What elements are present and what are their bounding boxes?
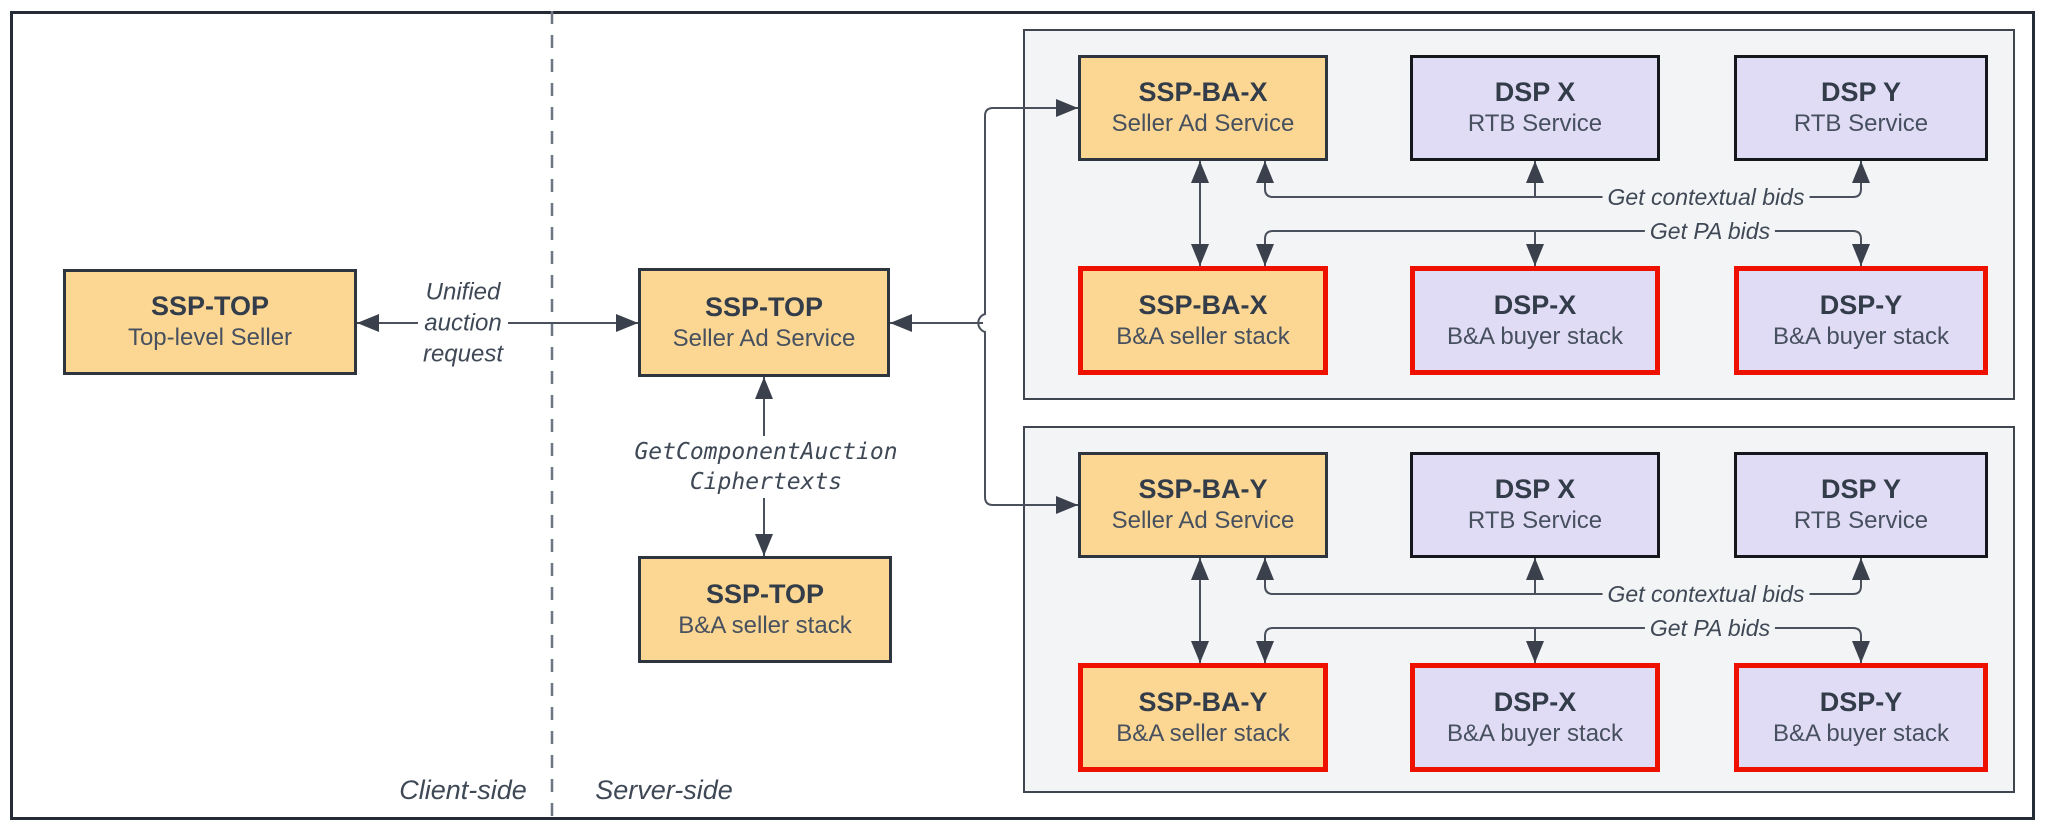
node-ssp-ba-x-ba-seller-stack: SSP-BA-X B&A seller stack <box>1078 266 1328 375</box>
node-ssp-top-top-level-seller: SSP-TOP Top-level Seller <box>63 269 357 375</box>
diagram-outer-border <box>10 11 2035 820</box>
label-get-pa-bids-x: Get PA bids <box>1644 215 1776 247</box>
node-dsp-y-rtb-service-y: DSP Y RTB Service <box>1734 452 1988 558</box>
label-get-contextual-bids-y: Get contextual bids <box>1602 578 1810 610</box>
label-get-contextual-bids-x: Get contextual bids <box>1602 181 1810 213</box>
node-title: DSP Y <box>1820 77 1902 107</box>
label-server-side: Server-side <box>590 774 738 806</box>
node-subtitle: RTB Service <box>1467 110 1603 137</box>
node-subtitle: B&A buyer stack <box>1772 322 1950 350</box>
label-line: auction <box>424 309 502 337</box>
label-get-pa-bids-y: Get PA bids <box>1644 612 1776 644</box>
node-title: SSP-TOP <box>704 291 824 322</box>
label-get-component-auction-ciphertexts: GetComponentAuction Ciphertexts <box>629 436 903 498</box>
label-line: request <box>422 340 504 368</box>
node-subtitle: B&A buyer stack <box>1446 322 1624 350</box>
node-dsp-y-ba-buyer-stack-x: DSP-Y B&A buyer stack <box>1734 266 1988 375</box>
node-title: SSP-BA-Y <box>1138 686 1268 717</box>
node-title: DSP-X <box>1493 289 1577 320</box>
node-title: SSP-BA-Y <box>1138 474 1268 504</box>
node-title: SSP-BA-X <box>1138 289 1268 320</box>
node-subtitle: B&A seller stack <box>678 611 852 639</box>
node-subtitle: B&A seller stack <box>1116 322 1290 350</box>
label-client-side: Client-side <box>394 774 532 806</box>
node-title: DSP-Y <box>1819 289 1903 320</box>
node-subtitle: Seller Ad Service <box>1111 507 1295 534</box>
node-ssp-ba-y-seller-ad-service: SSP-BA-Y Seller Ad Service <box>1078 452 1328 558</box>
node-subtitle: RTB Service <box>1467 507 1603 534</box>
node-dsp-y-ba-buyer-stack-y: DSP-Y B&A buyer stack <box>1734 663 1988 772</box>
label-line: Unified <box>425 278 501 306</box>
node-dsp-x-rtb-service-x: DSP X RTB Service <box>1410 55 1660 161</box>
node-title: SSP-TOP <box>705 578 825 609</box>
node-subtitle: B&A buyer stack <box>1772 719 1950 747</box>
node-subtitle: Top-level Seller <box>127 324 293 351</box>
node-subtitle: Seller Ad Service <box>1111 110 1295 137</box>
node-title: DSP X <box>1494 77 1576 107</box>
node-dsp-x-ba-buyer-stack-y: DSP-X B&A buyer stack <box>1410 663 1660 772</box>
node-subtitle: RTB Service <box>1793 110 1929 137</box>
node-ssp-ba-y-ba-seller-stack: SSP-BA-Y B&A seller stack <box>1078 663 1328 772</box>
node-dsp-x-rtb-service-y: DSP X RTB Service <box>1410 452 1660 558</box>
node-subtitle: Seller Ad Service <box>672 324 856 352</box>
node-subtitle: RTB Service <box>1793 507 1929 534</box>
label-line: Ciphertexts <box>689 469 843 495</box>
node-ssp-ba-x-seller-ad-service: SSP-BA-X Seller Ad Service <box>1078 55 1328 161</box>
node-title: DSP Y <box>1820 474 1902 504</box>
node-dsp-x-ba-buyer-stack-x: DSP-X B&A buyer stack <box>1410 266 1660 375</box>
node-ssp-top-ba-seller-stack: SSP-TOP B&A seller stack <box>638 556 892 663</box>
node-ssp-top-seller-ad-service: SSP-TOP Seller Ad Service <box>638 268 890 377</box>
node-subtitle: B&A seller stack <box>1116 719 1290 747</box>
node-title: DSP X <box>1494 474 1576 504</box>
node-title: DSP-X <box>1493 686 1577 717</box>
node-title: SSP-BA-X <box>1138 77 1268 107</box>
label-line: GetComponentAuction <box>634 439 898 465</box>
node-title: SSP-TOP <box>150 291 270 321</box>
node-dsp-y-rtb-service-x: DSP Y RTB Service <box>1734 55 1988 161</box>
node-title: DSP-Y <box>1819 686 1903 717</box>
label-unified-auction-request: Unified auction request <box>417 275 509 371</box>
node-subtitle: B&A buyer stack <box>1446 719 1624 747</box>
